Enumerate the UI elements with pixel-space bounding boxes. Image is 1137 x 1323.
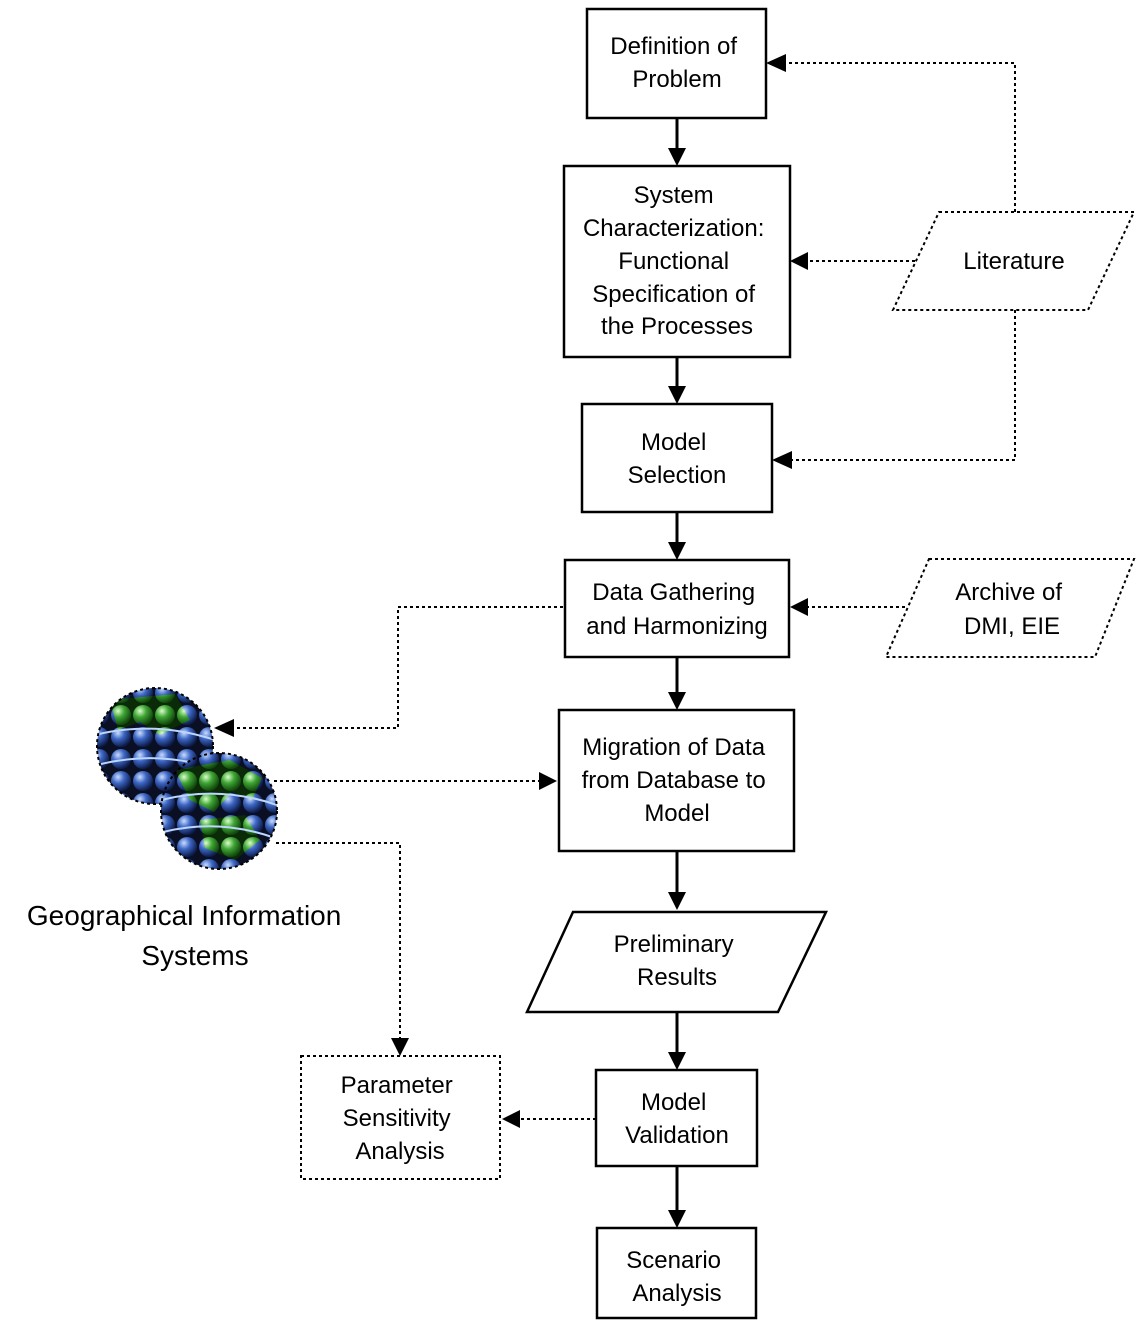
gis-label: Geographical Information Systems: [27, 900, 349, 971]
arrowhead: [214, 719, 234, 737]
node-label: Definition of Problem: [610, 33, 743, 93]
node-label: Preliminary Results: [614, 931, 741, 991]
node-label: Archive of DMI, EIE: [955, 579, 1068, 640]
arrowhead: [391, 1038, 409, 1056]
arrow-data-gathering-to-gis: [234, 606, 563, 729]
node-data-gathering[interactable]: Data Gathering and Harmonizing: [563, 558, 791, 659]
arrowhead: [668, 386, 686, 404]
arrowhead: [668, 892, 686, 910]
arrow-gis-to-sensitivity: [276, 842, 401, 1040]
node-migration-of-data[interactable]: Migration of Data from Database to Model: [557, 708, 796, 853]
node-label: Literature: [963, 248, 1064, 275]
node-scenario-analysis[interactable]: Scenario Analysis: [595, 1226, 758, 1320]
arrowhead: [668, 692, 686, 710]
node-label: Data Gathering and Harmonizing: [586, 579, 767, 640]
arrowhead: [668, 1210, 686, 1228]
arrowhead: [772, 451, 792, 469]
arrowhead: [790, 598, 808, 616]
main-flow-connectors: [668, 118, 686, 1228]
arrowhead: [668, 1052, 686, 1070]
arrowhead: [502, 1110, 520, 1128]
node-archive[interactable]: Archive of DMI, EIE: [884, 558, 1136, 658]
node-label: System Characterization: Functional Spec…: [583, 182, 771, 340]
node-literature[interactable]: Literature: [891, 211, 1136, 311]
arrow-literature-to-model-selection: [792, 310, 1016, 461]
arrowhead: [668, 542, 686, 560]
node-label: Migration of Data from Database to Model: [582, 734, 773, 827]
node-system-characterization[interactable]: System Characterization: Functional Spec…: [562, 164, 792, 359]
node-parameter-sensitivity[interactable]: Parameter Sensitivity Analysis: [300, 1055, 501, 1180]
node-model-validation[interactable]: Model Validation: [594, 1068, 759, 1168]
arrowhead: [539, 772, 557, 790]
node-label: Model Selection: [628, 429, 727, 489]
node-preliminary-results[interactable]: Preliminary Results: [525, 910, 828, 1014]
globe-icon: [160, 752, 278, 870]
arrowhead: [766, 54, 786, 72]
arrowhead: [790, 252, 808, 270]
arrowhead: [668, 148, 686, 166]
node-label: Model Validation: [625, 1089, 729, 1149]
dashed-connectors: [214, 54, 1016, 1128]
node-model-selection[interactable]: Model Selection: [580, 402, 774, 514]
arrow-literature-to-definition: [786, 62, 1016, 212]
node-label: Parameter Sensitivity Analysis: [341, 1072, 460, 1165]
node-label: Scenario Analysis: [626, 1247, 727, 1307]
node-definition-of-problem[interactable]: Definition of Problem: [585, 7, 768, 120]
